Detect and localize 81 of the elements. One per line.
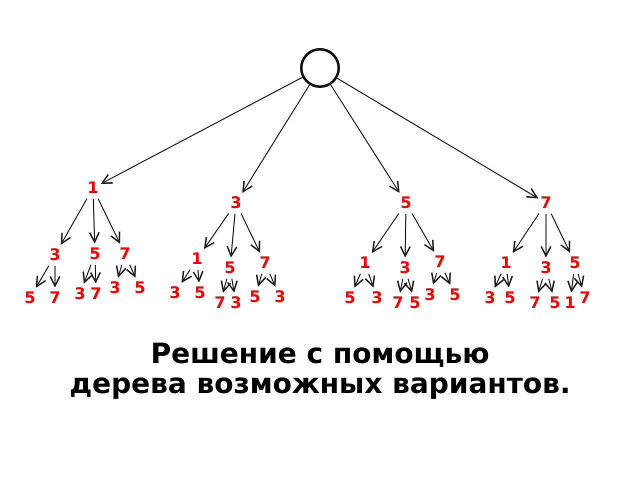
node-number: 7 [259, 255, 271, 271]
node-number: 7 [434, 254, 446, 270]
arrow [574, 274, 584, 287]
arrow [494, 274, 504, 288]
node-number: 5 [400, 195, 412, 211]
arrow [354, 274, 364, 288]
arrow [60, 198, 88, 244]
arrow [364, 274, 376, 287]
arrow [226, 278, 238, 292]
arrow [330, 84, 400, 192]
arrow [404, 278, 414, 292]
node-number: 7 [49, 290, 61, 306]
arrow [536, 278, 547, 292]
arrow [90, 264, 102, 283]
node-number: 1 [87, 180, 99, 196]
node-number: 5 [224, 260, 236, 276]
node-number: 7 [214, 295, 226, 311]
arrow [88, 198, 100, 243]
node-number: 7 [392, 295, 404, 311]
node-number: 3 [230, 195, 242, 211]
node-number: 5 [249, 289, 261, 305]
arrow [49, 266, 61, 287]
arrow [400, 214, 411, 257]
node-number: 3 [424, 287, 436, 303]
node-number: 3 [274, 289, 286, 305]
node-number: 5 [504, 290, 516, 306]
arrow [431, 272, 442, 284]
arrow [412, 213, 434, 252]
arrow [396, 278, 408, 292]
arrow [98, 198, 120, 244]
node-number: 7 [579, 290, 591, 306]
arrow [567, 274, 578, 292]
arrow [440, 272, 451, 284]
arrow [372, 213, 400, 252]
arrow [204, 213, 230, 248]
node-number: 5 [194, 285, 206, 301]
caption: Решение с помощью дерева возможных вариантов. [68, 339, 572, 399]
node-number: 3 [230, 295, 242, 311]
node-number: 5 [409, 295, 421, 311]
arrow [266, 274, 276, 286]
node-number: 3 [484, 290, 496, 306]
node-number: 7 [119, 246, 131, 262]
arrow [192, 270, 204, 282]
node-number: 5 [134, 280, 146, 296]
node-number: 5 [344, 290, 356, 306]
arrow [242, 84, 310, 192]
arrow [502, 274, 514, 287]
node-number: 7 [529, 295, 541, 311]
node-number: 3 [49, 247, 61, 263]
node-number: 5 [89, 246, 101, 262]
node-number: 7 [90, 286, 102, 302]
node-number: 3 [371, 290, 383, 306]
arrow [226, 214, 238, 257]
arrow [240, 213, 260, 252]
node-number: 5 [24, 290, 36, 306]
arrow [336, 78, 538, 198]
node-number: 3 [169, 285, 181, 301]
node-number: 7 [540, 195, 552, 211]
arrow [512, 213, 540, 252]
node-number: 3 [399, 260, 411, 276]
node-number: 5 [449, 287, 461, 303]
arrow [544, 278, 555, 292]
arrow [540, 214, 552, 257]
arrow [550, 213, 570, 252]
arrow [256, 274, 267, 286]
arrow [182, 269, 192, 282]
arrow [36, 265, 50, 288]
node-number: 1 [564, 295, 576, 311]
node-number: 1 [359, 255, 371, 271]
node-number: 1 [500, 255, 512, 271]
node-number: 3 [74, 286, 86, 302]
node-number: 3 [109, 280, 121, 296]
arrow [116, 264, 127, 277]
node-number: 3 [540, 260, 552, 276]
arrow [101, 76, 303, 184]
node-number: 1 [191, 251, 203, 267]
arrow [82, 264, 94, 284]
node-number: 5 [549, 295, 561, 311]
node-number: 5 [569, 255, 581, 271]
arrow [220, 278, 232, 292]
arrow [126, 264, 136, 278]
